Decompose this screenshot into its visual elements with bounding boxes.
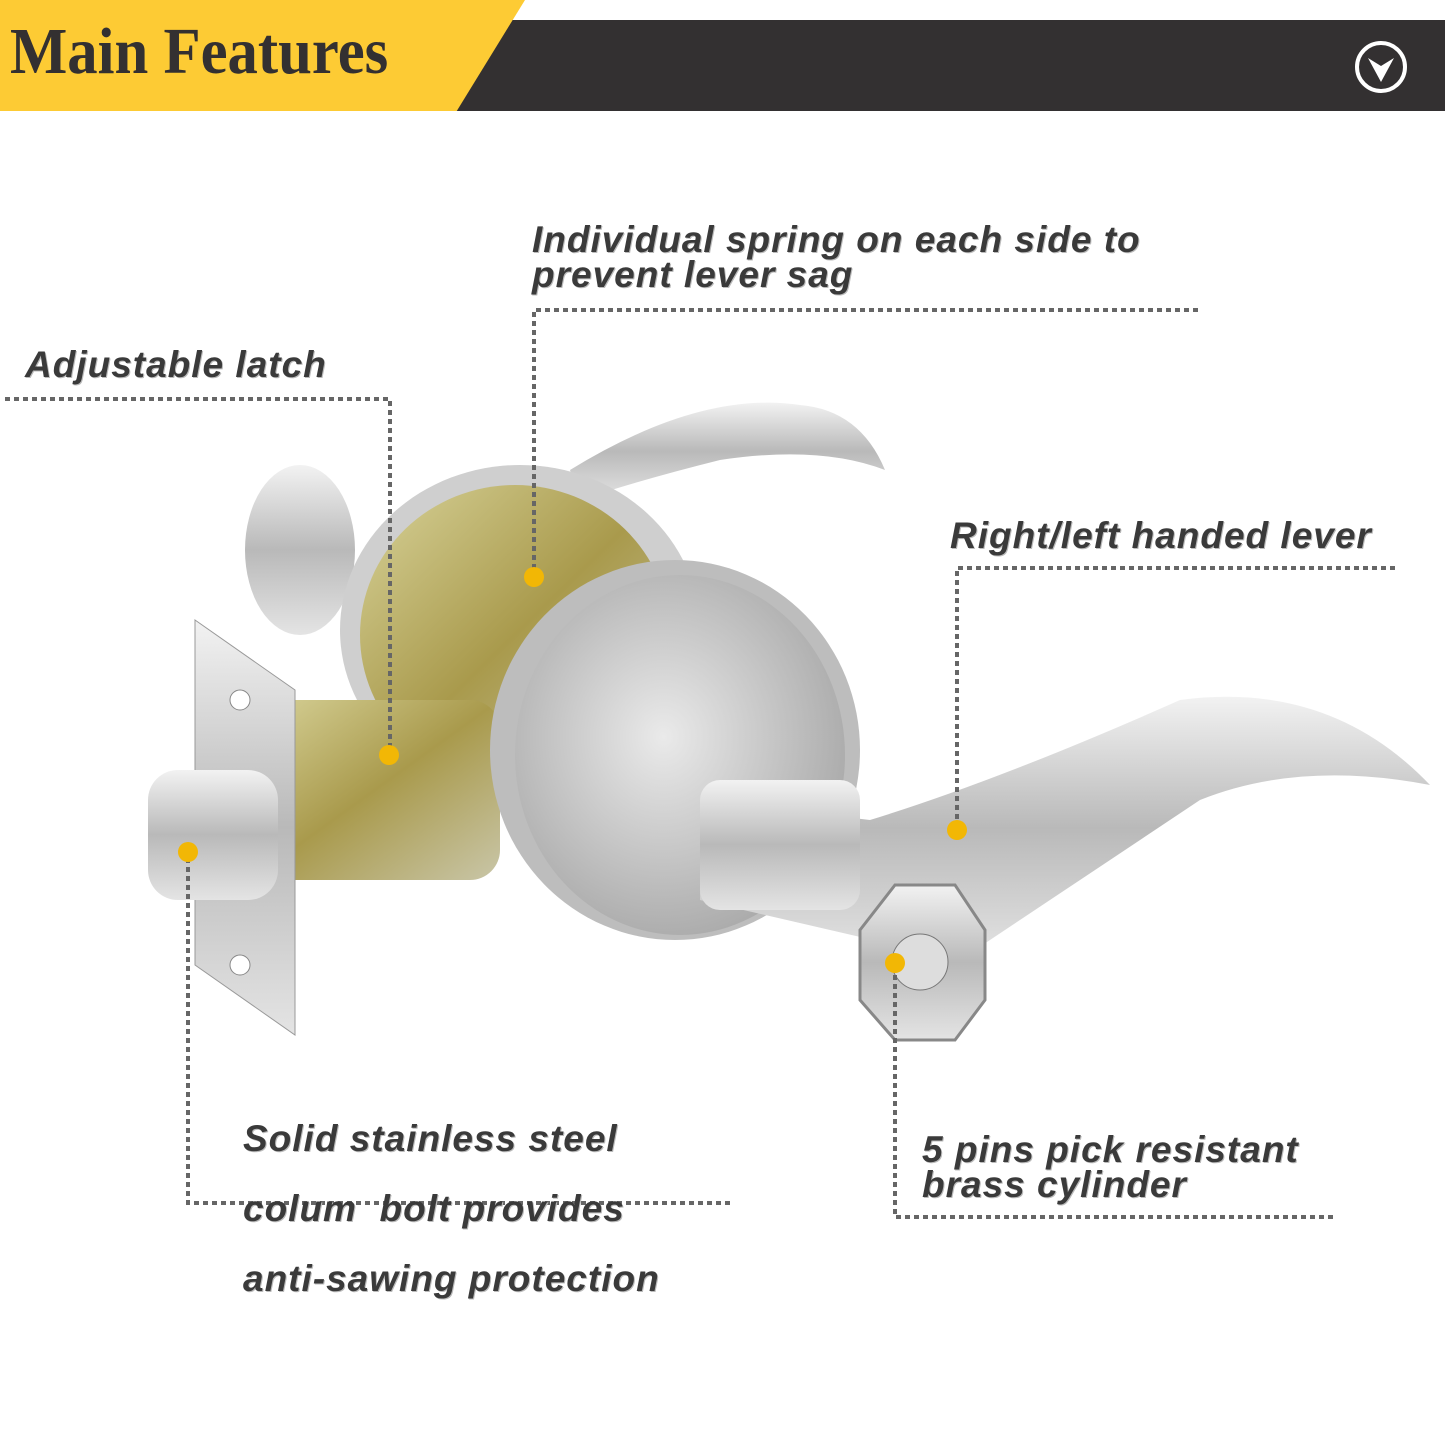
callout-line: 5 pins pick resistant: [922, 1129, 1299, 1170]
callout-line: Solid stainless steel: [243, 1118, 618, 1159]
callout-line: brass cylinder: [922, 1164, 1187, 1205]
callout-line: anti-sawing protection: [243, 1258, 660, 1299]
callout-spring: Individual spring on each side to preven…: [532, 219, 1141, 295]
callout-line: Individual spring on each side to: [532, 219, 1141, 260]
callout-cylinder: 5 pins pick resistant brass cylinder: [922, 1129, 1299, 1205]
callout-line: Adjustable latch: [25, 344, 327, 385]
callout-line: prevent lever sag: [532, 254, 854, 295]
callout-bolt: Solid stainless steel colum bolt provide…: [243, 1086, 660, 1331]
header-title-banner: [0, 0, 525, 111]
callout-line: Right/left handed lever: [950, 515, 1372, 556]
callout-latch: Adjustable latch: [25, 344, 327, 385]
callout-lever: Right/left handed lever: [950, 515, 1372, 556]
chevron-down-circle-icon: [1355, 41, 1407, 93]
callout-line: colum bolt provides: [243, 1188, 625, 1229]
page-title: Main Features: [10, 15, 389, 88]
